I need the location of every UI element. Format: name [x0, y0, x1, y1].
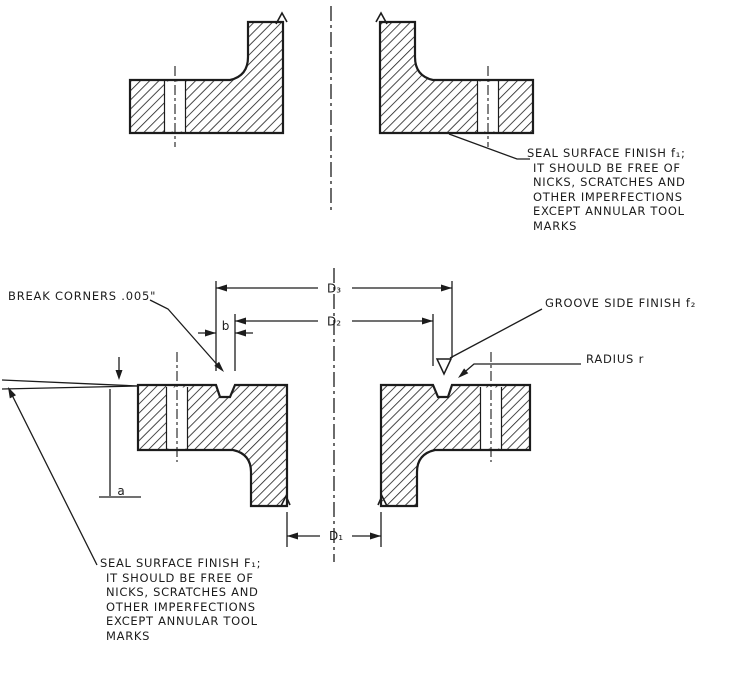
arrowhead-icon	[458, 368, 469, 378]
seal-surface-extension-line	[1, 385, 139, 390]
arrowhead-icon	[115, 370, 123, 380]
arrowhead-icon	[287, 532, 298, 540]
note-line: EXCEPT ANNULAR TOOL	[533, 204, 685, 218]
arrowhead-icon	[235, 317, 246, 325]
leader-line	[11, 394, 98, 566]
dim-label-d2: D₂	[327, 315, 341, 329]
top-flange-section	[128, 6, 535, 214]
leader-line	[448, 133, 530, 160]
leader-line	[149, 299, 222, 370]
arrowhead-icon	[370, 532, 381, 540]
label-radius: RADIUS r	[586, 352, 645, 366]
note-line: OTHER IMPERFECTIONS	[533, 189, 683, 204]
note-line: MARKS	[106, 628, 151, 643]
note-top-seal-finish: SEAL SURFACE FINISH f₁; IT SHOULD BE FRE…	[527, 146, 686, 233]
note-line: NICKS, SCRATCHES AND	[106, 585, 259, 599]
note-bottom-seal-finish: SEAL SURFACE FINISH F₁; IT SHOULD BE FRE…	[100, 556, 261, 643]
arrowhead-icon	[214, 361, 224, 372]
arrowhead-icon	[205, 329, 216, 337]
surface-finish-triangle-icon	[435, 358, 453, 376]
hatch-region	[128, 20, 285, 135]
note-line: NICKS, SCRATCHES AND	[533, 175, 686, 189]
bottom-flange-section: D₃ D₂ D₁ b a	[1, 268, 581, 566]
arrowhead-icon	[8, 387, 16, 399]
break-corner-mark-icon	[275, 11, 288, 25]
note-line: MARKS	[533, 218, 578, 233]
note-line: IT SHOULD BE FREE OF	[533, 160, 681, 175]
label-break-corners: BREAK CORNERS .005"	[8, 289, 157, 303]
note-line: OTHER IMPERFECTIONS	[106, 599, 256, 614]
dim-label-d1: D₁	[329, 529, 343, 543]
arrowhead-icon	[216, 284, 227, 292]
note-line: SEAL SURFACE FINISH f₁;	[527, 146, 686, 160]
hatch-region	[378, 20, 535, 135]
arrowhead-icon	[422, 317, 433, 325]
hatch-region	[379, 383, 532, 508]
leader-line	[459, 363, 581, 377]
arrowhead-icon	[441, 284, 452, 292]
leader-line	[449, 308, 543, 359]
dim-label-b: b	[222, 319, 230, 333]
note-line: EXCEPT ANNULAR TOOL	[106, 614, 258, 628]
break-corner-mark-icon	[377, 494, 388, 507]
note-line: SEAL SURFACE FINISH F₁;	[100, 556, 262, 570]
break-corner-mark-icon	[375, 11, 388, 25]
hatch-region	[136, 383, 289, 508]
label-groove-side-finish: GROOVE SIDE FINISH f₂	[545, 296, 697, 310]
dim-label-d3: D₃	[327, 282, 341, 296]
note-line: IT SHOULD BE FREE OF	[106, 570, 254, 585]
seal-surface-extension-line	[1, 379, 139, 387]
arrowhead-icon	[235, 329, 246, 337]
dim-label-a: a	[117, 484, 124, 498]
break-corner-mark-icon	[280, 494, 291, 507]
